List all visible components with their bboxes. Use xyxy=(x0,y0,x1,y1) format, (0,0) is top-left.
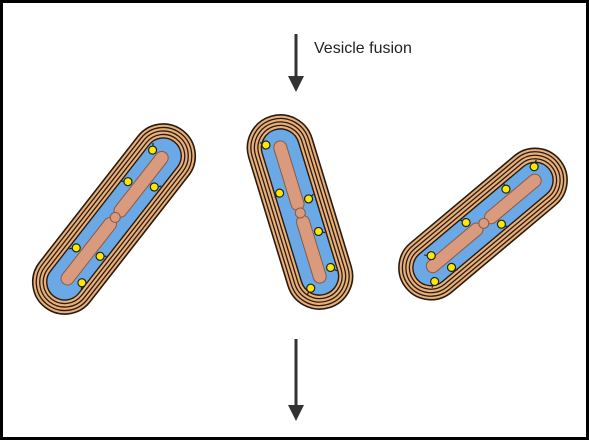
top-arrow xyxy=(288,34,304,92)
bottom-arrow xyxy=(288,339,304,421)
arrow-head-icon xyxy=(288,76,304,92)
left-bacterium xyxy=(20,111,208,327)
vesicle-fusion-label: Vesicle fusion xyxy=(314,40,412,57)
vesicle-fusion-diagram: Vesicle fusion xyxy=(3,3,586,437)
right-bacterium xyxy=(386,135,580,313)
diagram-frame: Vesicle fusion xyxy=(3,3,586,437)
middle-bacterium xyxy=(239,107,361,318)
arrow-head-icon xyxy=(288,405,304,421)
